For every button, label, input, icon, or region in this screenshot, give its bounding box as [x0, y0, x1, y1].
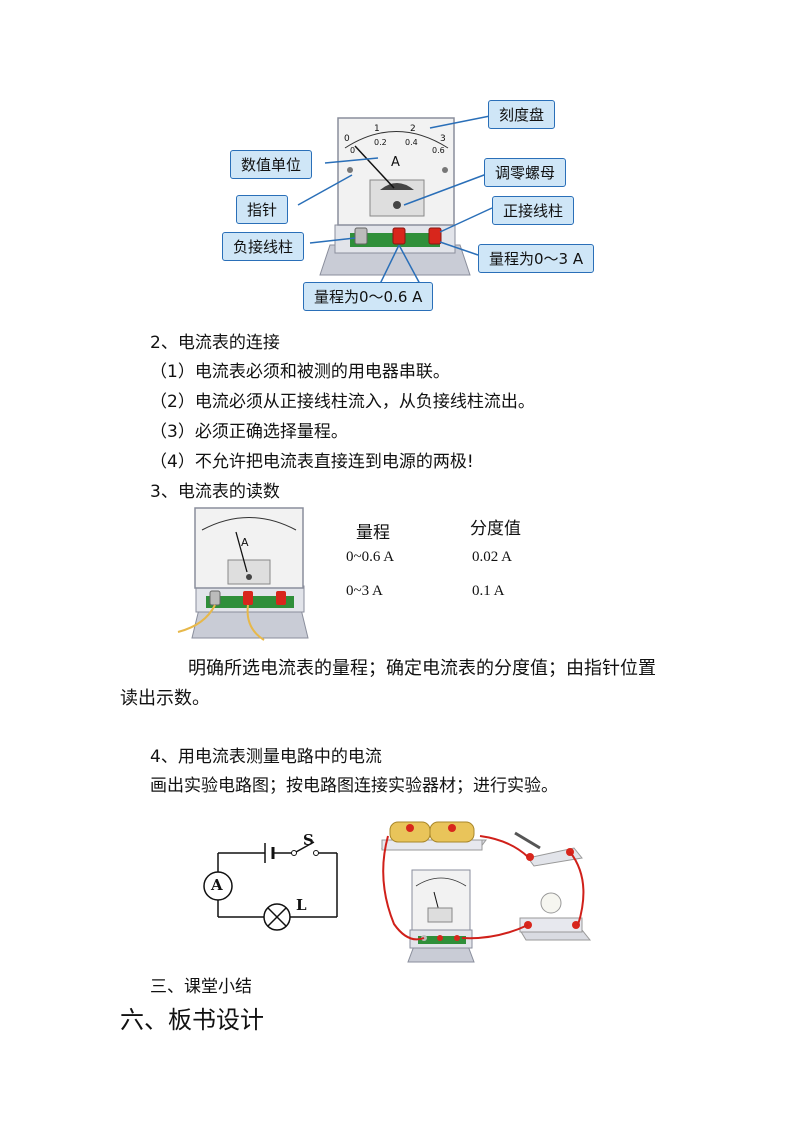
circuit-diagram: [203, 841, 338, 931]
division-row-2: 0.1 A: [472, 583, 505, 599]
dial-mark-bottom-0: 0: [350, 146, 356, 155]
dial-mark-top-1: 1: [374, 124, 380, 134]
ammeter-diagram: [297, 115, 493, 285]
label-pointer: 指针: [236, 195, 289, 224]
section2-title: 2、电流表的连接: [150, 333, 280, 353]
range-row-2: 0~3 A: [346, 583, 383, 599]
circuit-photo: [381, 821, 592, 963]
dial-mark-top-2: 2: [410, 124, 416, 134]
class-summary: 三、课堂小结: [150, 977, 252, 997]
unit-symbol: A: [391, 155, 400, 170]
section4-text: 画出实验电路图；按电路图连接实验器材；进行实验。: [150, 776, 558, 796]
division-header: 分度值: [470, 519, 521, 539]
dial-mark-bottom-2: 0.4: [405, 138, 418, 147]
label-range-large: 量程为0～3 A: [478, 244, 595, 273]
blackboard-design-heading: 六、板书设计: [120, 1006, 264, 1034]
label-negative-terminal: 负接线柱: [222, 232, 305, 261]
dial-mark-top-0: 0: [344, 134, 350, 144]
photo-unit-symbol: A: [241, 536, 249, 549]
section2-item-1: （1）电流表必须和被测的用电器串联。: [150, 362, 450, 382]
division-row-1: 0.02 A: [472, 549, 513, 565]
ammeter-photo: [177, 507, 309, 641]
section3-paragraph-line1: 明确所选电流表的量程；确定电流表的分度值；由指针位置: [188, 658, 656, 679]
switch-label: S: [303, 831, 314, 849]
label-zero-nut: 调零螺母: [484, 158, 567, 187]
section4-title: 4、用电流表测量电路中的电流: [150, 747, 382, 767]
label-range-small: 量程为0～0.6 A: [303, 282, 434, 311]
dial-mark-bottom-1: 0.2: [374, 138, 387, 147]
dial-mark-bottom-3: 0.6: [432, 146, 445, 155]
label-unit: 数值单位: [230, 150, 313, 179]
section3-paragraph-line2: 读出示数。: [120, 688, 210, 709]
label-dial: 刻度盘: [488, 100, 556, 129]
meter-label: A: [211, 876, 223, 894]
section2-item-2: （2）电流必须从正接线柱流入，从负接线柱流出。: [150, 392, 535, 412]
range-header: 量程: [356, 523, 390, 543]
dial-mark-top-3: 3: [440, 134, 446, 144]
section2-item-3: （3）必须正确选择量程。: [150, 422, 348, 442]
lamp-label: L: [296, 896, 307, 914]
section2-item-4: （4）不允许把电流表直接连到电源的两极!: [150, 452, 474, 472]
label-positive-terminal: 正接线柱: [492, 196, 575, 225]
section3-title: 3、电流表的读数: [150, 482, 280, 502]
range-row-1: 0~0.6 A: [346, 549, 395, 565]
